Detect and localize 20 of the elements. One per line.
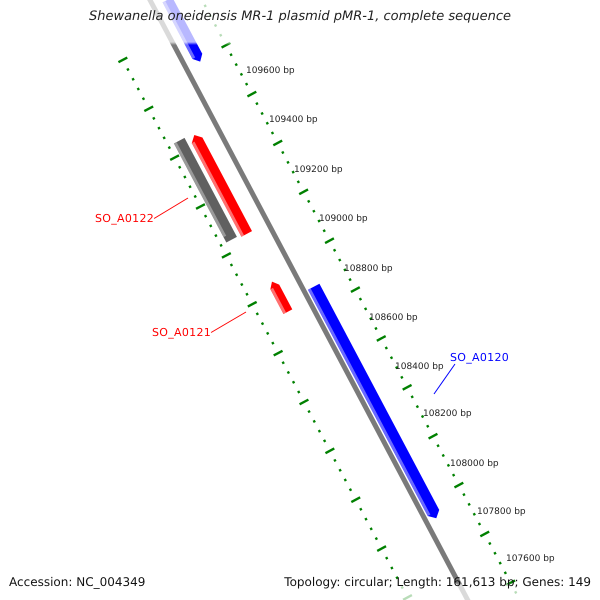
gene-label: SO_A0120 — [450, 351, 510, 364]
tick-label: 109600 bp — [246, 66, 295, 76]
tick-label: 108200 bp — [423, 409, 472, 419]
tick-label: 108800 bp — [344, 264, 393, 274]
summary-label: Topology: circular; Length: 161,613 bp; Genes: 149 — [284, 575, 591, 589]
tick-label: 108400 bp — [395, 362, 444, 372]
gene-label: SO_A0122 — [95, 212, 154, 225]
tick-label: 108000 bp — [450, 459, 499, 469]
gene-label: SO_A0121 — [152, 326, 212, 339]
title: Shewanella oneidensis MR-1 plasmid pMR-1, complete sequence — [88, 9, 512, 24]
tick-label: 107800 bp — [477, 507, 526, 517]
tick-label: 109400 bp — [269, 115, 318, 125]
tick-label: 107600 bp — [506, 554, 555, 564]
accession-label: Accession: NC_004349 — [9, 575, 146, 589]
leader-line — [434, 364, 456, 394]
tick-label: 109200 bp — [294, 165, 343, 175]
leader-line — [210, 312, 246, 333]
tick-label: 109000 bp — [319, 214, 368, 224]
leader-line — [154, 198, 188, 219]
tick-label: 108600 bp — [369, 313, 418, 323]
